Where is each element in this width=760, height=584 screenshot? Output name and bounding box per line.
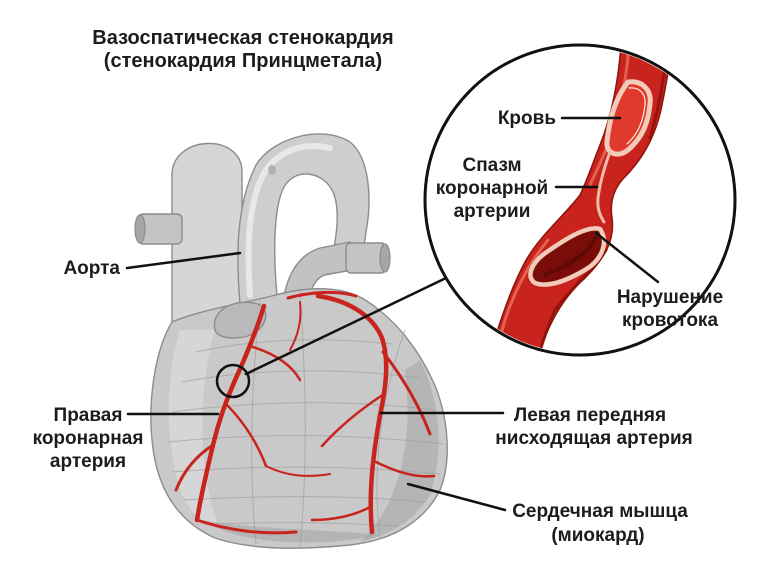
aorta [237, 133, 370, 306]
great-vessels [134, 133, 391, 326]
label-flow-disruption-line-2: кровотока [622, 310, 718, 331]
label-spasm-line-3: артерии [454, 201, 531, 222]
left-pulmonary-artery-opening [379, 243, 391, 273]
myocardium-striation [171, 402, 437, 413]
left-atrial-appendage [213, 301, 267, 339]
heart [134, 133, 448, 549]
label-right-coronary-line-3: артерия [50, 451, 126, 472]
lad-branch [374, 460, 436, 478]
myocardium-striation [195, 339, 393, 353]
magnifier-outline [423, 43, 737, 357]
label-spasm-line-1: Спазм [462, 155, 521, 176]
magnified-artery [485, 47, 675, 353]
myocardium-texture [167, 291, 445, 549]
myocardium-striation [183, 496, 427, 503]
myocardium-striation [299, 291, 306, 549]
flow-disruption-leader [594, 231, 660, 284]
lad-branch [265, 465, 331, 477]
circumflex-artery [286, 290, 358, 300]
blood-cutaway-inner-layer [626, 87, 646, 145]
right-coronary-artery [194, 303, 267, 523]
blood-cutaway-wall [604, 79, 653, 157]
right-pulmonary-artery-opening [134, 214, 146, 244]
label-flow-disruption-line-1: Нарушение [617, 287, 723, 308]
myocardium-striation [376, 329, 406, 539]
right-marginal-branch [174, 443, 215, 492]
left-anterior-descending-artery [315, 293, 389, 535]
right-coronary-branch [224, 402, 268, 468]
myocardium-striation [167, 435, 445, 445]
aorta-leader [125, 251, 242, 270]
label-right-coronary-line-1: Правая [54, 405, 123, 426]
myocardium-striation [171, 466, 441, 475]
label-myocardium-line-1: Сердечная мышца [512, 501, 688, 522]
coronary-arteries [174, 290, 436, 535]
label-lad-line-1: Левая передняя [514, 405, 666, 426]
coronary-branch [289, 301, 302, 351]
title-line-1: Вазоспатическая стенокардия [92, 27, 393, 49]
narrowed-lumen-wall [528, 226, 607, 287]
title-line-2: (стенокардия Принцметала) [104, 50, 382, 72]
title: Вазоспатическая стенокардия (стенокардия… [92, 27, 393, 72]
myocardium-leader [406, 482, 507, 512]
magnifier-connector-line [244, 276, 448, 376]
narrowed-lumen-core [543, 236, 597, 277]
labels: Аорта Правая коронарная артерия Левая пе… [33, 108, 724, 546]
aorta-highlight [245, 143, 333, 298]
spasm-site-marker [215, 363, 251, 399]
narrowed-lumen [530, 228, 604, 285]
diagonal-branch [381, 350, 432, 436]
superior-vena-cava [171, 142, 243, 326]
lad-branch [310, 504, 374, 522]
spasm-wall-fold [596, 150, 612, 224]
aortic-branch-opening [268, 165, 276, 175]
leader-lines [125, 116, 660, 512]
label-myocardium-line-2: (миокард) [551, 525, 644, 546]
label-spasm-line-2: коронарной [436, 178, 549, 199]
label-blood: Кровь [498, 108, 556, 129]
posterior-descending-branch [195, 518, 298, 535]
magnifier [244, 43, 737, 376]
label-lad-line-2: нисходящая артерия [495, 428, 692, 449]
diagonal-branch [320, 394, 383, 448]
label-aorta: Аорта [63, 258, 120, 279]
artery-highlight [490, 238, 550, 353]
myocardium-striation [205, 522, 399, 527]
label-right-coronary-line-2: коронарная [33, 428, 144, 449]
artery-shadow [648, 47, 670, 140]
